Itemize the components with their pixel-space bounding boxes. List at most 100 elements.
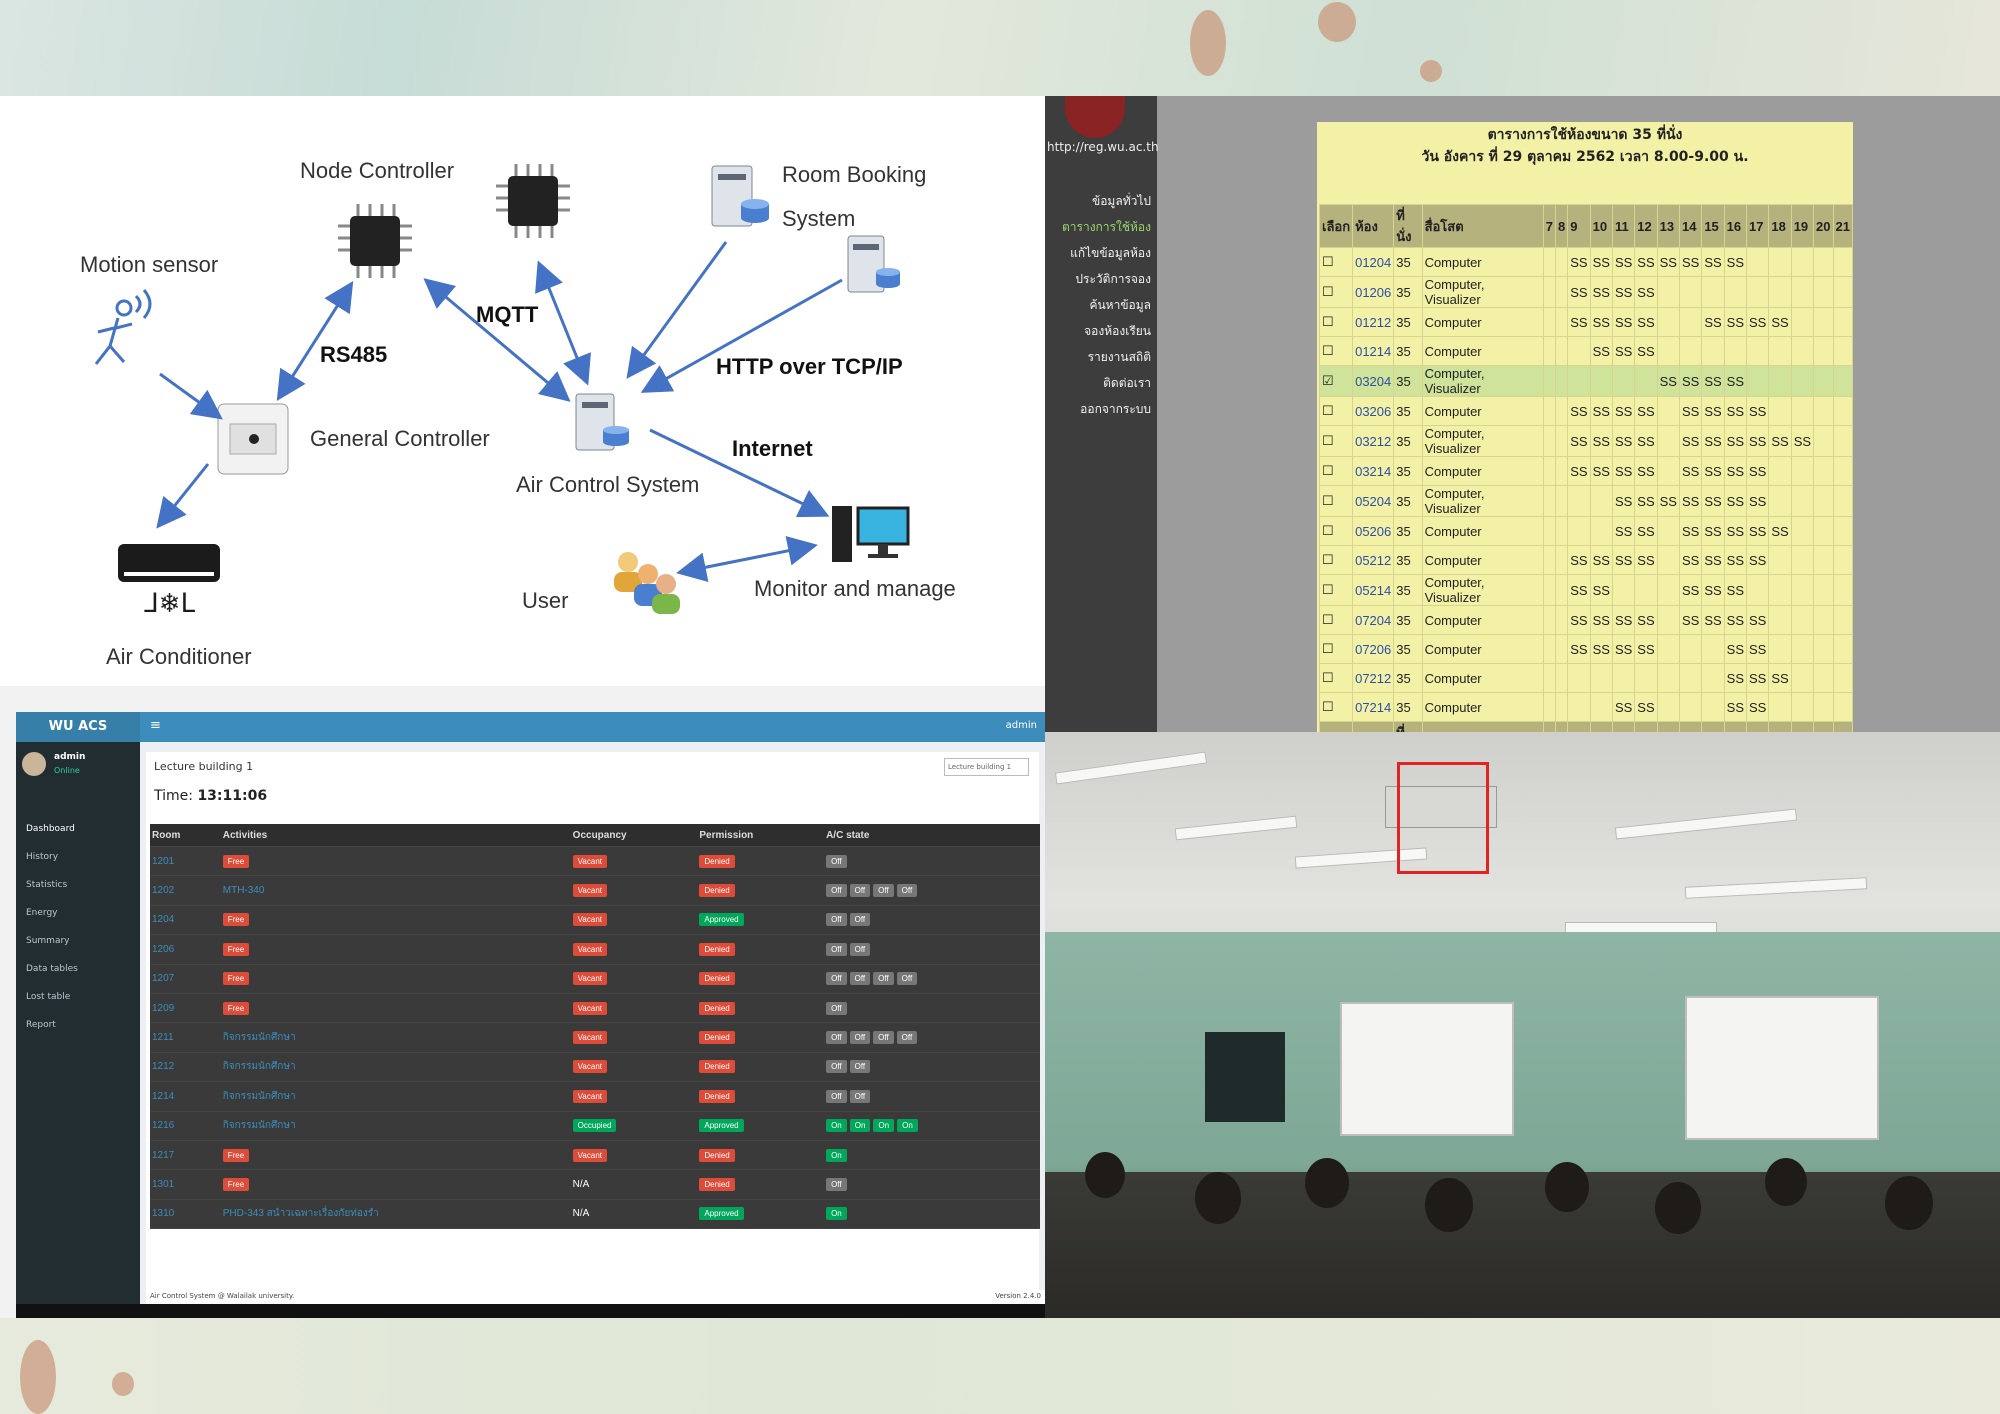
- room-checkbox[interactable]: ☐: [1320, 575, 1353, 606]
- room-link[interactable]: 1209: [152, 1003, 174, 1014]
- ac-toggle-button[interactable]: Off: [850, 1060, 871, 1073]
- ac-toggle-button[interactable]: Off: [826, 855, 847, 868]
- booking-menu-item[interactable]: รายงานสถิติ: [1088, 348, 1151, 367]
- room-number[interactable]: 05212: [1353, 546, 1394, 575]
- room-link[interactable]: 1207: [152, 973, 174, 984]
- booking-menu-item[interactable]: ตารางการใช้ห้อง: [1062, 218, 1151, 237]
- ac-toggle-button[interactable]: Off: [897, 884, 918, 897]
- room-number[interactable]: 03214: [1353, 457, 1394, 486]
- room-link[interactable]: 1212: [152, 1061, 174, 1072]
- ac-toggle-button[interactable]: Off: [873, 972, 894, 985]
- room-checkbox[interactable]: ☐: [1320, 635, 1353, 664]
- ac-toggle-button[interactable]: Off: [850, 1090, 871, 1103]
- ac-toggle-button[interactable]: Off: [873, 884, 894, 897]
- activity-link[interactable]: PHD-343 สนำวเฉพาะเรื่องกัยท่องรำ: [223, 1208, 379, 1219]
- room-number[interactable]: 05204: [1353, 486, 1394, 517]
- room-number[interactable]: 01206: [1353, 277, 1394, 308]
- ac-toggle-button[interactable]: Off: [826, 1060, 847, 1073]
- room-number[interactable]: 07206: [1353, 635, 1394, 664]
- room-number[interactable]: 03212: [1353, 426, 1394, 457]
- room-link[interactable]: 1202: [152, 885, 174, 896]
- building-select[interactable]: Lecture building 1: [944, 758, 1029, 776]
- booking-menu-item[interactable]: ค้นหาข้อมูล: [1089, 296, 1151, 315]
- room-checkbox[interactable]: ☐: [1320, 517, 1353, 546]
- room-link[interactable]: 1216: [152, 1120, 174, 1131]
- ac-toggle-button[interactable]: Off: [850, 972, 871, 985]
- room-number[interactable]: 01214: [1353, 337, 1394, 366]
- room-number[interactable]: 07212: [1353, 664, 1394, 693]
- sidebar-item[interactable]: Energy: [26, 908, 58, 918]
- room-checkbox[interactable]: ☐: [1320, 693, 1353, 722]
- room-checkbox[interactable]: ☐: [1320, 426, 1353, 457]
- ac-toggle-button[interactable]: Off: [850, 943, 871, 956]
- top-user-name[interactable]: admin: [1006, 720, 1037, 731]
- booking-menu-item[interactable]: แก้ไขข้อมูลห้อง: [1070, 244, 1151, 263]
- ac-toggle-button[interactable]: Off: [826, 1031, 847, 1044]
- room-checkbox[interactable]: ☐: [1320, 457, 1353, 486]
- booking-menu-item[interactable]: ประวัติการจอง: [1075, 270, 1151, 289]
- ac-toggle-button[interactable]: Off: [826, 972, 847, 985]
- booking-url[interactable]: http://reg.wu.ac.th: [1047, 140, 1159, 154]
- sidebar-item[interactable]: Lost table: [26, 992, 70, 1002]
- ac-toggle-button[interactable]: Off: [850, 1031, 871, 1044]
- booking-menu-item[interactable]: ข้อมูลทั่วไป: [1092, 192, 1151, 211]
- ac-toggle-button[interactable]: Off: [826, 884, 847, 897]
- room-link[interactable]: 1310: [152, 1208, 174, 1219]
- room-link[interactable]: 1214: [152, 1091, 174, 1102]
- ac-toggle-button[interactable]: Off: [850, 884, 871, 897]
- room-checkbox[interactable]: ☐: [1320, 397, 1353, 426]
- room-link[interactable]: 1217: [152, 1150, 174, 1161]
- ac-toggle-button[interactable]: Off: [873, 1031, 894, 1044]
- room-number[interactable]: 07214: [1353, 693, 1394, 722]
- ac-toggle-button[interactable]: On: [826, 1207, 847, 1220]
- activity-link[interactable]: MTH-340: [223, 885, 265, 896]
- activity-link[interactable]: กิจกรรมนักศึกษา: [223, 1120, 296, 1131]
- room-number[interactable]: 03204: [1353, 366, 1394, 397]
- room-number[interactable]: 05206: [1353, 517, 1394, 546]
- activity-link[interactable]: กิจกรรมนักศึกษา: [223, 1032, 296, 1043]
- ac-toggle-button[interactable]: On: [826, 1149, 847, 1162]
- sidebar-item[interactable]: Data tables: [26, 964, 78, 974]
- room-link[interactable]: 1301: [152, 1179, 174, 1190]
- activity-link[interactable]: กิจกรรมนักศึกษา: [223, 1091, 296, 1102]
- room-checkbox[interactable]: ☐: [1320, 308, 1353, 337]
- ac-toggle-button[interactable]: Off: [897, 1031, 918, 1044]
- room-checkbox[interactable]: ☐: [1320, 606, 1353, 635]
- room-checkbox[interactable]: ☐: [1320, 337, 1353, 366]
- ac-toggle-button[interactable]: Off: [850, 913, 871, 926]
- ac-toggle-button[interactable]: On: [897, 1119, 918, 1132]
- sidebar-item[interactable]: History: [26, 852, 58, 862]
- room-link[interactable]: 1204: [152, 914, 174, 925]
- ac-toggle-button[interactable]: On: [826, 1119, 847, 1132]
- sidebar-item[interactable]: Dashboard: [26, 824, 75, 834]
- booking-menu-item[interactable]: ติดต่อเรา: [1103, 374, 1151, 393]
- room-checkbox[interactable]: ☐: [1320, 546, 1353, 575]
- room-number[interactable]: 01204: [1353, 248, 1394, 277]
- menu-toggle-icon[interactable]: ≡: [150, 718, 161, 733]
- ac-toggle-button[interactable]: Off: [826, 1002, 847, 1015]
- room-link[interactable]: 1211: [152, 1032, 174, 1043]
- room-checkbox[interactable]: ☐: [1320, 277, 1353, 308]
- sidebar-item[interactable]: Summary: [26, 936, 70, 946]
- room-number[interactable]: 07204: [1353, 606, 1394, 635]
- booking-menu-item[interactable]: จองห้องเรียน: [1084, 322, 1151, 341]
- ac-toggle-button[interactable]: Off: [897, 972, 918, 985]
- ac-toggle-button[interactable]: Off: [826, 1090, 847, 1103]
- room-checkbox[interactable]: ☑: [1320, 366, 1353, 397]
- dashboard-brand[interactable]: WU ACS: [16, 712, 140, 742]
- sidebar-item[interactable]: Statistics: [26, 880, 67, 890]
- ac-toggle-button[interactable]: Off: [826, 1178, 847, 1191]
- room-link[interactable]: 1201: [152, 856, 174, 867]
- booking-menu-item[interactable]: ออกจากระบบ: [1080, 400, 1151, 419]
- ac-toggle-button[interactable]: On: [850, 1119, 871, 1132]
- room-number[interactable]: 03206: [1353, 397, 1394, 426]
- room-number[interactable]: 01212: [1353, 308, 1394, 337]
- sidebar-item[interactable]: Report: [26, 1020, 56, 1030]
- activity-link[interactable]: กิจกรรมนักศึกษา: [223, 1061, 296, 1072]
- ac-toggle-button[interactable]: Off: [826, 913, 847, 926]
- room-checkbox[interactable]: ☐: [1320, 248, 1353, 277]
- room-checkbox[interactable]: ☐: [1320, 486, 1353, 517]
- ac-toggle-button[interactable]: Off: [826, 943, 847, 956]
- room-link[interactable]: 1206: [152, 944, 174, 955]
- ac-toggle-button[interactable]: On: [873, 1119, 894, 1132]
